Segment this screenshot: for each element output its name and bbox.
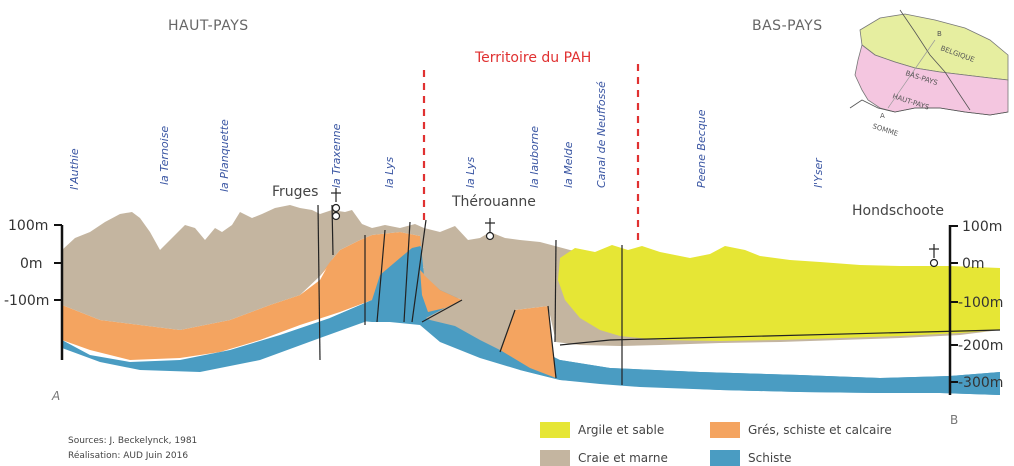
territory-title: Territoire du PAH xyxy=(474,50,591,66)
town-label-hondschoote: Hondschoote xyxy=(852,203,944,219)
legend-label: Schiste xyxy=(748,451,792,465)
axis-right-label: -200m xyxy=(958,338,1003,354)
river-label: Peene Becque xyxy=(695,109,708,188)
river-label: la Traxenne xyxy=(330,123,343,188)
town-fruges: Fruges xyxy=(272,184,341,221)
sandstone-layer-west xyxy=(62,232,425,360)
town-marker-icon xyxy=(929,258,939,268)
river-label: la Ternoise xyxy=(158,126,171,185)
sandstone-layer-fault-block xyxy=(500,306,556,378)
clay-sand-layer xyxy=(558,245,1000,341)
axis-left: 100m 0m -100m xyxy=(4,218,62,309)
map-point-a: A xyxy=(880,112,885,120)
map-section-line xyxy=(887,39,936,109)
bas-pays-title: BAS-PAYS xyxy=(752,18,823,34)
section-end-label: B xyxy=(950,413,958,427)
river-label: la lauborne xyxy=(528,126,541,188)
river-label: la Lys xyxy=(464,156,477,188)
town-label-fruges: Fruges xyxy=(272,184,318,200)
town-hondschoote: Hondschoote xyxy=(852,203,944,268)
axis-left-label: 100m xyxy=(8,218,48,234)
axis-right-label: 0m xyxy=(962,256,985,272)
axis-right-label: -100m xyxy=(958,295,1003,311)
axis-right-label: -300m xyxy=(958,375,1003,391)
map-label-somme: SOMME xyxy=(871,122,899,138)
river-label: la Lys xyxy=(383,156,396,188)
map-coast-line xyxy=(849,99,1009,116)
sources-text: Sources: J. Beckelynck, 1981 xyxy=(68,436,197,446)
map-border-line xyxy=(899,9,971,111)
fault-lines xyxy=(317,204,1001,385)
fault-line xyxy=(331,204,334,256)
fault-line xyxy=(554,239,557,343)
fault-line xyxy=(547,305,557,379)
town-label-therouanne: Thérouanne xyxy=(451,194,536,210)
legend-swatch-clay xyxy=(540,422,570,438)
river-label: la Planquette xyxy=(218,119,231,192)
town-marker-icon xyxy=(331,203,341,213)
section-start-label: A xyxy=(51,389,60,403)
axis-right-label: 100m xyxy=(962,219,1002,235)
town-marker-icon xyxy=(485,231,495,241)
town-therouanne: Thérouanne xyxy=(451,194,536,241)
axis-left-label: 0m xyxy=(20,256,43,272)
map-point-b: B xyxy=(937,30,942,38)
fault-line xyxy=(411,219,427,323)
fault-line xyxy=(559,339,611,346)
legend-label: Craie et marne xyxy=(578,451,668,465)
legend: Argile et sable Grés, schiste et calcair… xyxy=(540,422,892,466)
fault-line xyxy=(403,221,411,323)
fault-line xyxy=(317,204,321,361)
river-labels: l'Authie la Ternoise la Planquette la Tr… xyxy=(68,81,825,192)
geological-layers xyxy=(62,205,1000,395)
river-label: la Melde xyxy=(562,141,575,188)
credit-text: Réalisation: AUD Juin 2016 xyxy=(68,450,188,461)
river-label: l'Authie xyxy=(68,148,81,190)
legend-label: Argile et sable xyxy=(578,423,664,437)
river-label: Canal de Neuffossé xyxy=(595,81,608,188)
axis-left-label: -100m xyxy=(4,293,49,309)
inset-map: B A BELGIQUE BAS-PAYS HAUT-PAYS SOMME xyxy=(849,9,1009,138)
legend-swatch-schist xyxy=(710,450,740,466)
legend-label: Grés, schiste et calcaire xyxy=(748,423,892,437)
haut-pays-title: HAUT-PAYS xyxy=(168,18,249,34)
legend-swatch-chalk xyxy=(540,450,570,466)
legend-swatch-sandstone xyxy=(710,422,740,438)
fault-line xyxy=(609,329,1001,341)
river-label: l'Yser xyxy=(812,157,825,188)
fault-line xyxy=(499,309,516,353)
axis-right: 100m 0m -100m -200m -300m xyxy=(950,219,1003,391)
schist-layer-east xyxy=(520,360,1000,395)
fault-line xyxy=(421,299,463,323)
fault-line xyxy=(376,229,386,323)
